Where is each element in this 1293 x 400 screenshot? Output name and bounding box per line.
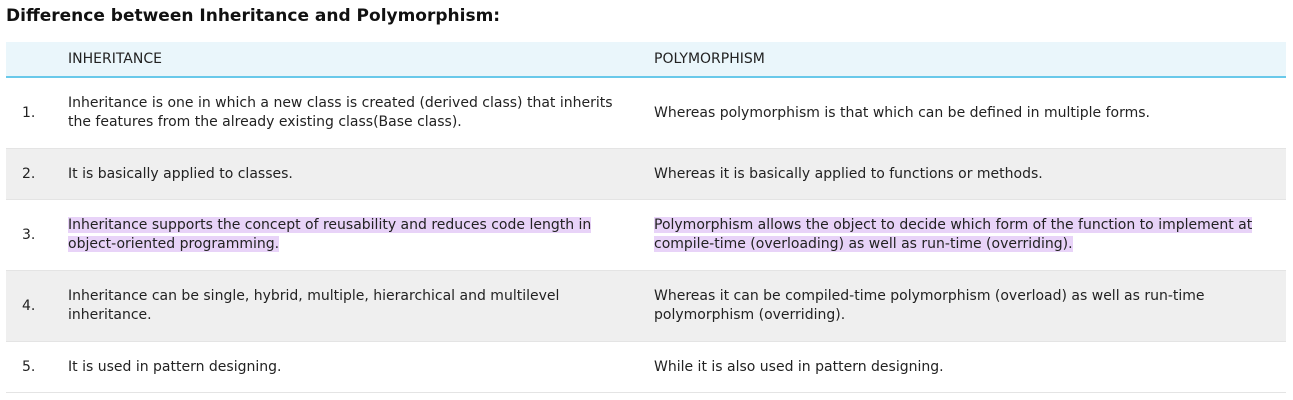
header-polymorphism: POLYMORPHISM	[640, 42, 1286, 78]
inheritance-cell: Inheritance supports the concept of reus…	[54, 199, 640, 271]
highlighted-text: Polymorphism allows the object to decide…	[654, 217, 1253, 252]
inheritance-cell: It is used in pattern designing.	[54, 341, 640, 393]
table-row: 1. Inheritance is one in which a new cla…	[6, 77, 1286, 149]
header-number	[6, 42, 54, 78]
row-number: 4.	[6, 270, 54, 342]
polymorphism-cell: Whereas polymorphism is that which can b…	[640, 77, 1286, 149]
polymorphism-cell: Whereas it can be compiled-time polymorp…	[640, 270, 1286, 342]
table-header-row: INHERITANCE POLYMORPHISM	[6, 42, 1286, 78]
table-row: 4. Inheritance can be single, hybrid, mu…	[6, 270, 1286, 342]
header-inheritance: INHERITANCE	[54, 42, 640, 78]
row-number: 2.	[6, 148, 54, 200]
comparison-table: INHERITANCE POLYMORPHISM 1. Inheritance …	[6, 42, 1286, 393]
table-row: 5. It is used in pattern designing. Whil…	[6, 341, 1286, 393]
row-number: 5.	[6, 341, 54, 393]
row-number: 1.	[6, 77, 54, 149]
polymorphism-cell: Polymorphism allows the object to decide…	[640, 199, 1286, 271]
polymorphism-cell: While it is also used in pattern designi…	[640, 341, 1286, 393]
inheritance-cell: Inheritance can be single, hybrid, multi…	[54, 270, 640, 342]
inheritance-cell: Inheritance is one in which a new class …	[54, 77, 640, 149]
inheritance-cell: It is basically applied to classes.	[54, 148, 640, 200]
highlighted-text: Inheritance supports the concept of reus…	[68, 217, 592, 252]
row-number: 3.	[6, 199, 54, 271]
page-title: Difference between Inheritance and Polym…	[6, 6, 501, 26]
table-row: 2. It is basically applied to classes. W…	[6, 148, 1286, 200]
polymorphism-cell: Whereas it is basically applied to funct…	[640, 148, 1286, 200]
table-row: 3. Inheritance supports the concept of r…	[6, 199, 1286, 271]
